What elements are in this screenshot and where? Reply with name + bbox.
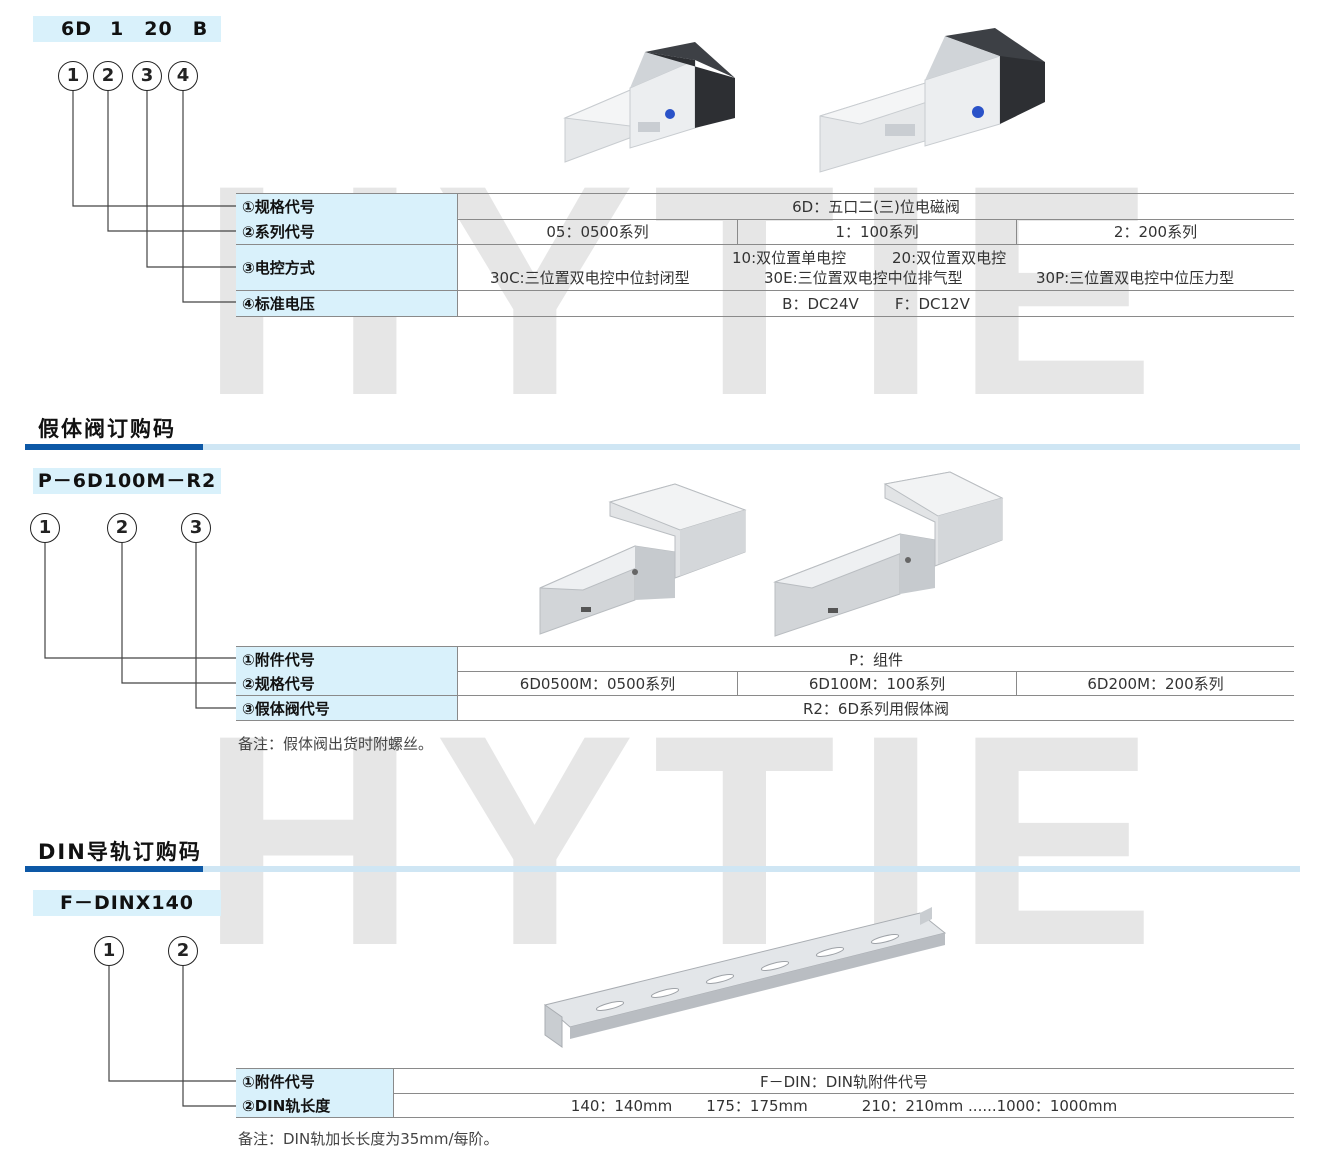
row-label: ④标准电压 (236, 291, 458, 316)
row-value: 05：0500系列 (546, 223, 649, 241)
section-divider (25, 444, 203, 450)
accessory-row: ①附件代号 P：组件 (236, 646, 1294, 672)
note-text: 备注：DIN轨加长长度为35mm/每阶。 (238, 1130, 499, 1148)
row-label: ①规格代号 (236, 194, 458, 219)
code-part-1: 6D (61, 18, 92, 40)
row-value: 1：100系列 (737, 219, 1016, 244)
spec-row: ②规格代号 6D0500M：0500系列 6D100M：100系列 6D200M… (236, 671, 1294, 696)
marker-2: 2 (93, 61, 123, 91)
row-label: ③假体阀代号 (236, 696, 458, 720)
row-label: ①附件代号 (236, 647, 458, 671)
marker-4: 4 (168, 61, 198, 91)
row-value: 6D200M：200系列 (1016, 671, 1294, 695)
row-value: 140：140mm 175：175mm 210：210mm ......1000… (394, 1093, 1294, 1117)
row-value: 6D：五口二(三)位电磁阀 (792, 198, 960, 216)
dummy-valve-image-large (773, 471, 1004, 637)
row-value: R2：6D系列用假体阀 (802, 699, 950, 718)
dummy-valve-image-small (539, 483, 747, 635)
order-code-2: P－6D100M－R2 (33, 468, 221, 494)
row-label: ②DIN轨长度 (236, 1093, 394, 1117)
marker-2: 2 (107, 513, 137, 543)
marker-1: 1 (94, 936, 124, 966)
order-code-3: F－DINX140 (33, 890, 221, 916)
row-value: F－DIN：DIN轨附件代号 (759, 1072, 929, 1091)
control-row: ③电控方式 10:双位置单电控 20:双位置双电控 30C:三位置双电控中位封闭… (236, 245, 1294, 291)
series-row: ②系列代号 05：0500系列 1：100系列 2：200系列 (236, 219, 1294, 245)
marker-2: 2 (168, 936, 198, 966)
accessory-row: ①附件代号 F－DIN：DIN轨附件代号 (236, 1068, 1294, 1094)
watermark-bottom: HYTIE (200, 672, 1174, 1008)
length-row: ②DIN轨长度 140：140mm 175：175mm 210：210mm ..… (236, 1093, 1294, 1118)
row-label: ①附件代号 (236, 1069, 394, 1093)
control-options: 10:双位置单电控 20:双位置双电控 30C:三位置双电控中位封闭型 30E:… (458, 245, 1294, 290)
row-value: 2：200系列 (1016, 219, 1294, 244)
length-option: 175：175mm (706, 1096, 808, 1115)
order-code-1: 6D 1 20 B (33, 16, 221, 42)
option-text: 30C:三位置双电控中位封闭型 (490, 269, 690, 287)
voltage-option: F：DC12V (894, 295, 970, 313)
solenoid-valve-image-small (563, 42, 735, 163)
option-text: 10:双位置单电控 (732, 249, 847, 267)
length-option: 140：140mm (570, 1096, 673, 1115)
dummy-valve-row: ③假体阀代号 R2：6D系列用假体阀 (236, 696, 1294, 721)
section-divider (203, 444, 1300, 450)
row-label: ③电控方式 (236, 245, 458, 290)
option-text: 30P:三位置双电控中位压力型 (1036, 269, 1235, 287)
row-value: P：组件 (848, 650, 904, 669)
option-text: 30E:三位置双电控中位排气型 (764, 269, 963, 287)
marker-3: 3 (181, 513, 211, 543)
voltage-option: B：DC24V (782, 295, 859, 313)
solenoid-valve-image-large (819, 28, 1045, 173)
length-option: 210：210mm ......1000：1000mm (861, 1096, 1118, 1115)
code-part-2: 1 (110, 18, 125, 40)
row-value: 6D0500M：0500系列 (519, 674, 676, 693)
section-title: 假体阀订购码 (38, 417, 176, 441)
marker-1: 1 (30, 513, 60, 543)
row-label: ②规格代号 (236, 671, 458, 695)
row-value: B：DC24V F：DC12V (458, 291, 1294, 316)
code-part-4: B (192, 18, 209, 40)
din-rail-image (543, 907, 947, 1048)
marker-1: 1 (58, 61, 88, 91)
section-divider (203, 866, 1300, 872)
note-text: 备注：假体阀出货时附螺丝。 (238, 735, 434, 753)
section-title: DIN导轨订购码 (38, 840, 202, 864)
option-text: 20:双位置双电控 (892, 249, 1007, 267)
row-label: ②系列代号 (236, 219, 458, 244)
voltage-row: ④标准电压 B：DC24V F：DC12V (236, 291, 1294, 317)
marker-3: 3 (132, 61, 162, 91)
section-divider (25, 866, 203, 872)
spec-row: ①规格代号 6D：五口二(三)位电磁阀 (236, 193, 1294, 220)
code-part-3: 20 (144, 18, 173, 40)
row-value: 6D100M：100系列 (737, 671, 1016, 695)
